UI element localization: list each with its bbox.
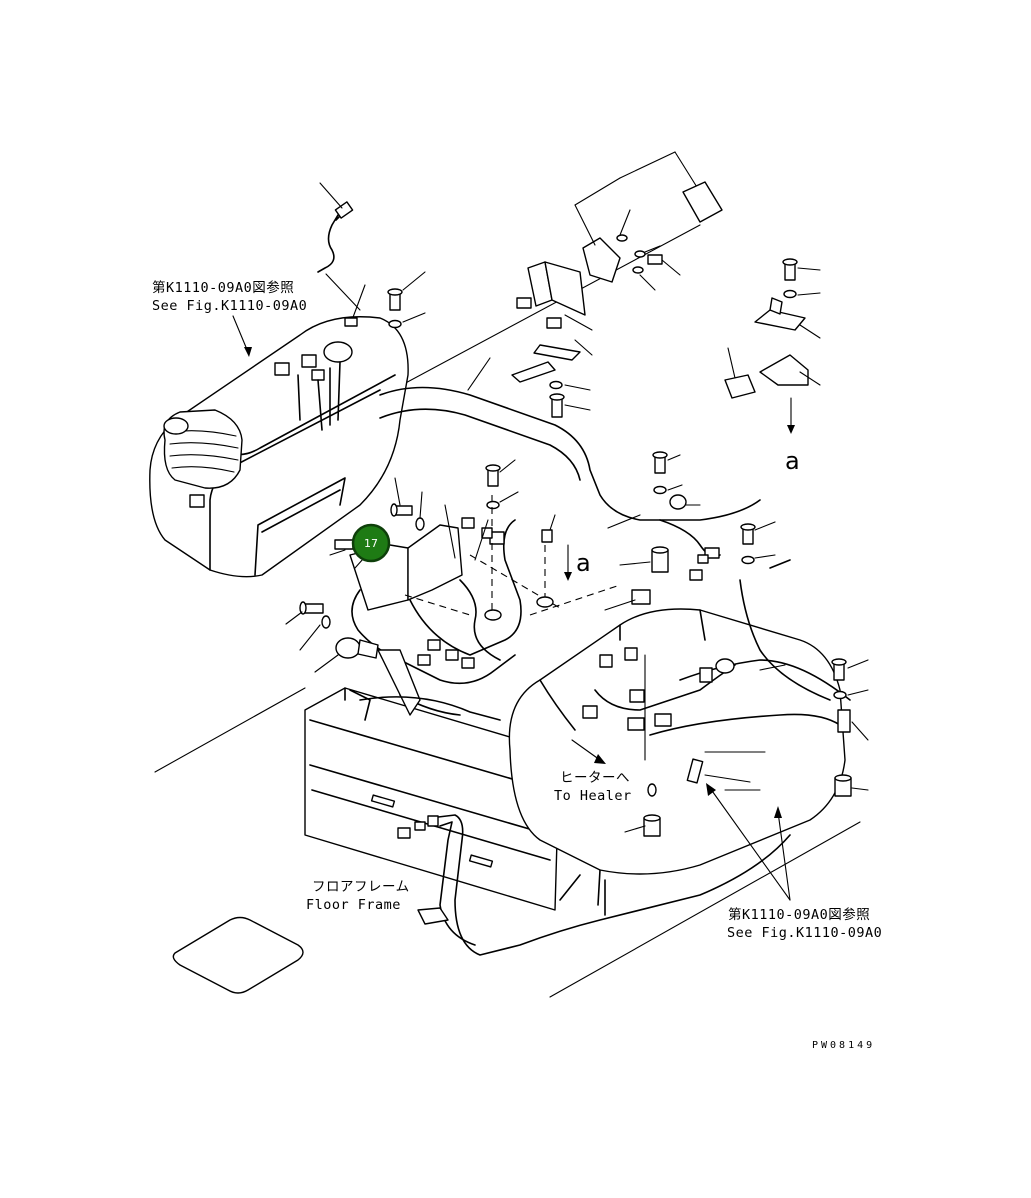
left-fasteners	[285, 601, 379, 673]
top-left-sensor	[317, 182, 366, 327]
floor-pad	[172, 916, 304, 994]
drawing-code: PW08149	[812, 1040, 875, 1051]
upper-harness	[379, 386, 761, 521]
heater-label-jp: ヒーターへ	[560, 770, 630, 786]
view-marker-mid: a	[576, 549, 591, 577]
view-marker-top: a	[785, 447, 800, 475]
badge-number[interactable]: 17	[364, 537, 378, 550]
part-badge-17[interactable]: 17	[351, 523, 391, 563]
ref-top-left-jp: 第K1110-09A0図参照	[152, 279, 294, 296]
floor-frame-label-en: Floor Frame	[306, 897, 401, 913]
floor-frame	[304, 649, 561, 911]
left-console	[149, 316, 409, 578]
mid-right-harness	[607, 451, 776, 581]
ref-bottom-right-en: See Fig.K1110-09A0	[727, 925, 882, 941]
ref-top-left-en: See Fig.K1110-09A0	[152, 298, 307, 314]
bracket-group-top	[516, 151, 723, 356]
badge-circle[interactable]	[351, 523, 391, 563]
console-fasteners	[387, 271, 426, 329]
joystick-boot	[163, 409, 243, 489]
right-relay-group	[724, 258, 821, 434]
background-lines	[154, 224, 861, 998]
center-fastener-stack	[511, 344, 591, 418]
bottom-harness	[397, 789, 791, 956]
central-harness	[329, 459, 651, 685]
right-seat-cover	[508, 559, 869, 916]
ref-bottom-right-jp: 第K1110-09A0図参照	[728, 906, 870, 923]
floor-frame-label-jp: フロアフレーム	[312, 879, 410, 895]
heater-label-en: To Healer	[554, 788, 632, 804]
leader-arrows	[232, 315, 791, 901]
